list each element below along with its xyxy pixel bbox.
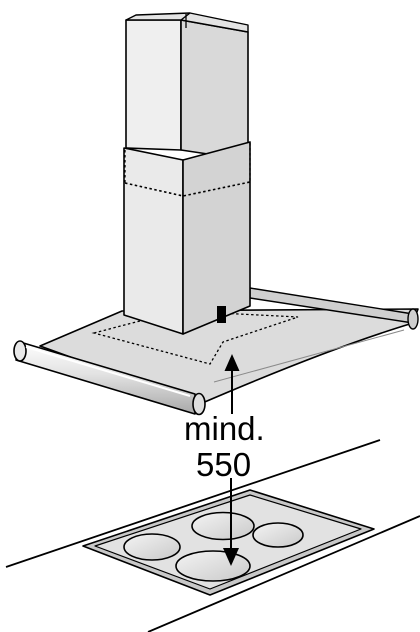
chimney-upper-front [125,19,182,151]
countertop [5,439,420,632]
burner-right [252,522,304,548]
chimney-overlap-dotted [124,181,251,197]
countertop-back-edge [5,439,381,568]
chimney-lower-front [123,147,184,335]
cooktop [82,489,375,596]
cooktop-glass [94,494,362,590]
burner-front [175,550,251,582]
rail-left-end [13,340,27,362]
dimension-value-text: 550 [196,446,251,483]
hood-chimney [123,12,251,335]
chimney-lower-side [182,141,251,335]
burner-back [191,511,255,541]
chimney-upper-side [180,19,249,161]
chimney-top-rim [125,12,249,33]
dimension-arrow-down [223,478,239,566]
canopy-glass-panel [39,308,419,405]
canopy-reflection-line [213,329,405,383]
rail-right-end [407,308,419,330]
control-switch [217,306,226,323]
dimension-label-text: mind. [184,410,265,447]
rail-front-end [192,392,206,416]
front-rail-cylinder [13,340,206,416]
burner-left [123,533,181,561]
countertop-front-edge [147,515,420,632]
dimension-arrow-up [224,354,240,414]
hood-canopy [13,287,419,416]
